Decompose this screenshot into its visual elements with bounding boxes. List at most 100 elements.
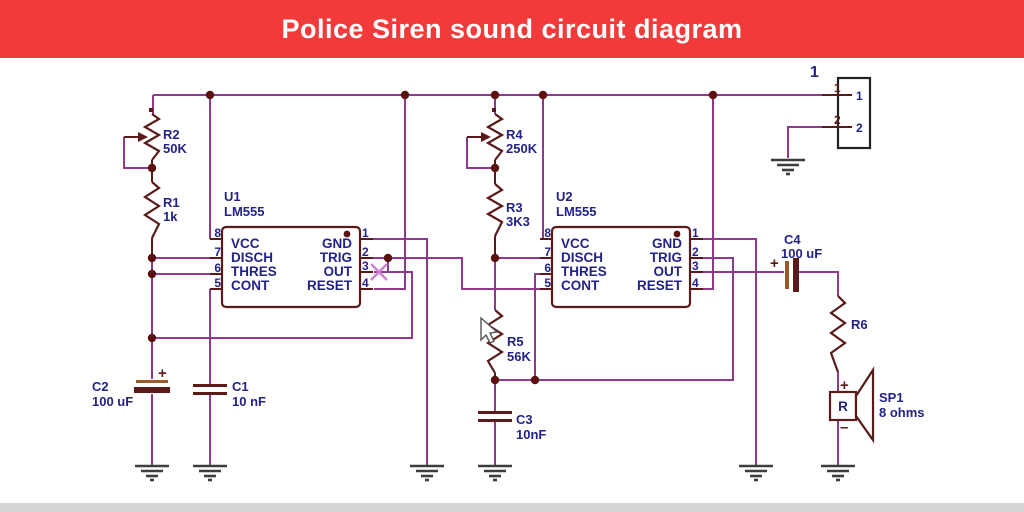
- title-banner: Police Siren sound circuit diagram: [0, 0, 1024, 58]
- wire-net: [123, 94, 839, 466]
- r3-ref: R3: [506, 200, 523, 215]
- u2-pin8: 8: [544, 226, 551, 240]
- r1-ref: R1: [163, 195, 180, 210]
- resistor-r4-pot: R4 250K: [467, 108, 538, 168]
- sp1-minus-sign: –: [840, 419, 848, 436]
- ground-icon: [135, 464, 169, 482]
- c2-ref: C2: [92, 379, 109, 394]
- resistor-r2-pot: R2 50K: [124, 108, 187, 168]
- u1-pin7: 7: [214, 245, 221, 259]
- ic-u2: U2 LM555 8 7 6 5 1 2 3 4 VCC DISCH THRES…: [540, 189, 703, 309]
- r5-ref: R5: [507, 334, 524, 349]
- connector-label: 1: [810, 64, 819, 81]
- u1-trig-label: TRIG: [320, 250, 352, 265]
- r2-ref: R2: [163, 127, 180, 142]
- u2-ref: U2: [556, 189, 573, 204]
- u1-gnd-label: GND: [322, 236, 352, 251]
- capacitor-c4: + C4 100 uF: [770, 232, 822, 292]
- c4-ref: C4: [784, 232, 801, 247]
- r2-value: 50K: [163, 141, 187, 156]
- u2-cont-label: CONT: [561, 278, 600, 293]
- junction-dots: [147, 90, 718, 385]
- u2-reset-label: RESET: [637, 278, 683, 293]
- connector-pin2-label: 2: [856, 121, 863, 135]
- c3-ref: C3: [516, 412, 533, 427]
- r5-value: 56K: [507, 349, 531, 364]
- u1-vcc-label: VCC: [231, 236, 260, 251]
- connector-pin1-label: 1: [856, 89, 863, 103]
- u2-trig-label: TRIG: [650, 250, 682, 265]
- u2-pin6: 6: [544, 261, 551, 275]
- c1-value: 10 nF: [232, 394, 266, 409]
- r4-value: 250K: [506, 141, 538, 156]
- c1-ref: C1: [232, 379, 249, 394]
- c4-value: 100 uF: [781, 246, 822, 261]
- r4-ref: R4: [506, 127, 523, 142]
- u2-gnd-label: GND: [652, 236, 682, 251]
- no-connect-x-icon: [370, 263, 388, 281]
- u1-pin4: 4: [362, 276, 369, 290]
- u1-pin5: 5: [214, 276, 221, 290]
- mouse-cursor-icon: [480, 316, 499, 344]
- u2-pin4: 4: [692, 276, 699, 290]
- speaker-cone-icon: [854, 366, 875, 444]
- u2-pin3: 3: [692, 259, 699, 273]
- capacitor-c2: + C2 100 uF: [92, 365, 170, 409]
- u1-cont-label: CONT: [231, 278, 270, 293]
- connector-pin1-num: 1: [834, 81, 841, 95]
- ground-icon: [478, 464, 512, 482]
- connector-j1: 1 1 1 2 2: [810, 64, 872, 150]
- pot-wiper-arrow-icon: [481, 132, 491, 142]
- c3-value: 10nF: [516, 427, 546, 442]
- sp1-value: 8 ohms: [879, 405, 925, 420]
- connector-pin2-num: 2: [834, 113, 841, 127]
- ground-icon: [739, 464, 773, 482]
- u1-thres-label: THRES: [231, 264, 277, 279]
- u1-reset-label: RESET: [307, 278, 353, 293]
- u1-pin1-marker-icon: [343, 230, 351, 238]
- r1-value: 1k: [163, 209, 178, 224]
- pot-wiper-arrow-icon: [138, 132, 148, 142]
- u2-thres-label: THRES: [561, 264, 607, 279]
- u2-disch-label: DISCH: [561, 250, 603, 265]
- u1-pin1: 1: [362, 226, 369, 240]
- u2-part: LM555: [556, 204, 596, 219]
- u2-out-label: OUT: [654, 264, 683, 279]
- ic-u1: U1 LM555 8 7 6 5 1 2 3 4 VCC DISCH THRES…: [210, 189, 388, 309]
- u2-body: [550, 225, 692, 309]
- sp1-letter: R: [838, 399, 848, 414]
- u1-pin6: 6: [214, 261, 221, 275]
- sp1-ref: SP1: [879, 390, 904, 405]
- c2-value: 100 uF: [92, 394, 133, 409]
- u2-pin7: 7: [544, 245, 551, 259]
- u2-pin5: 5: [544, 276, 551, 290]
- c2-plus-sign: +: [158, 365, 167, 382]
- speaker-sp1: + R – SP1 8 ohms: [828, 366, 925, 444]
- ground-icon: [410, 464, 444, 482]
- page-title: Police Siren sound circuit diagram: [281, 13, 743, 44]
- u1-body: [220, 225, 362, 309]
- u1-part: LM555: [224, 204, 264, 219]
- resistor-r3: R3 3K3: [485, 168, 530, 258]
- u2-pin2: 2: [692, 245, 699, 259]
- resistor-r5: R5 56K: [485, 258, 531, 380]
- u2-vcc-label: VCC: [561, 236, 590, 251]
- u1-pin3: 3: [362, 259, 369, 273]
- sp1-plus-sign: +: [840, 377, 849, 394]
- ground-icon: [193, 464, 227, 482]
- capacitor-c3: C3 10nF: [478, 411, 546, 442]
- u1-out-label: OUT: [324, 264, 353, 279]
- u2-pin1-marker-icon: [673, 230, 681, 238]
- c4-plus-sign: +: [770, 255, 779, 272]
- resistor-r1: R1 1k: [142, 168, 180, 258]
- resistor-r6: R6: [829, 295, 868, 373]
- ground-symbols: [135, 158, 855, 482]
- ground-icon: [771, 158, 805, 176]
- capacitor-c1: C1 10 nF: [193, 379, 266, 409]
- u1-pin2: 2: [362, 245, 369, 259]
- r3-value: 3K3: [506, 214, 530, 229]
- u2-pin1: 1: [692, 226, 699, 240]
- u1-disch-label: DISCH: [231, 250, 273, 265]
- bottom-border: [0, 503, 1024, 512]
